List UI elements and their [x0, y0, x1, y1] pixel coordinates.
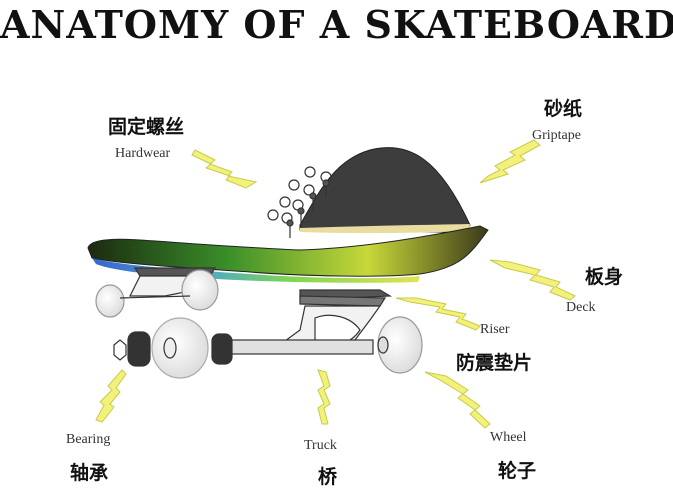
griptape-label-zh: 砂纸 [544, 98, 583, 120]
riser-pad [299, 295, 387, 307]
hardwear-label: Hardwear [115, 146, 171, 161]
bearing-group [113, 317, 233, 379]
riser-label: Riser [480, 322, 510, 337]
front-truck [227, 289, 423, 374]
hardwear-label-zh: 固定螺丝 [108, 116, 185, 138]
riser-label-zh: 防震垫片 [456, 352, 533, 374]
wheel-label: Wheel [490, 430, 527, 445]
deck-label: Deck [566, 300, 596, 315]
deck [87, 225, 489, 277]
truck-label-zh: 桥 [318, 466, 338, 488]
truck-label: Truck [304, 438, 337, 453]
bearing-label: Bearing [66, 432, 111, 447]
deck-label-zh: 板身 [585, 266, 624, 288]
bearing-label-zh: 轴承 [70, 462, 109, 484]
pointer-arrows [95, 139, 576, 429]
hardware-screws [267, 166, 332, 238]
griptape-label: Griptape [532, 128, 581, 143]
page-title: ANATOMY OF A SKATEBOARD [0, 2, 673, 47]
wheel-label-zh: 轮子 [498, 460, 537, 482]
back-truck [95, 267, 219, 318]
